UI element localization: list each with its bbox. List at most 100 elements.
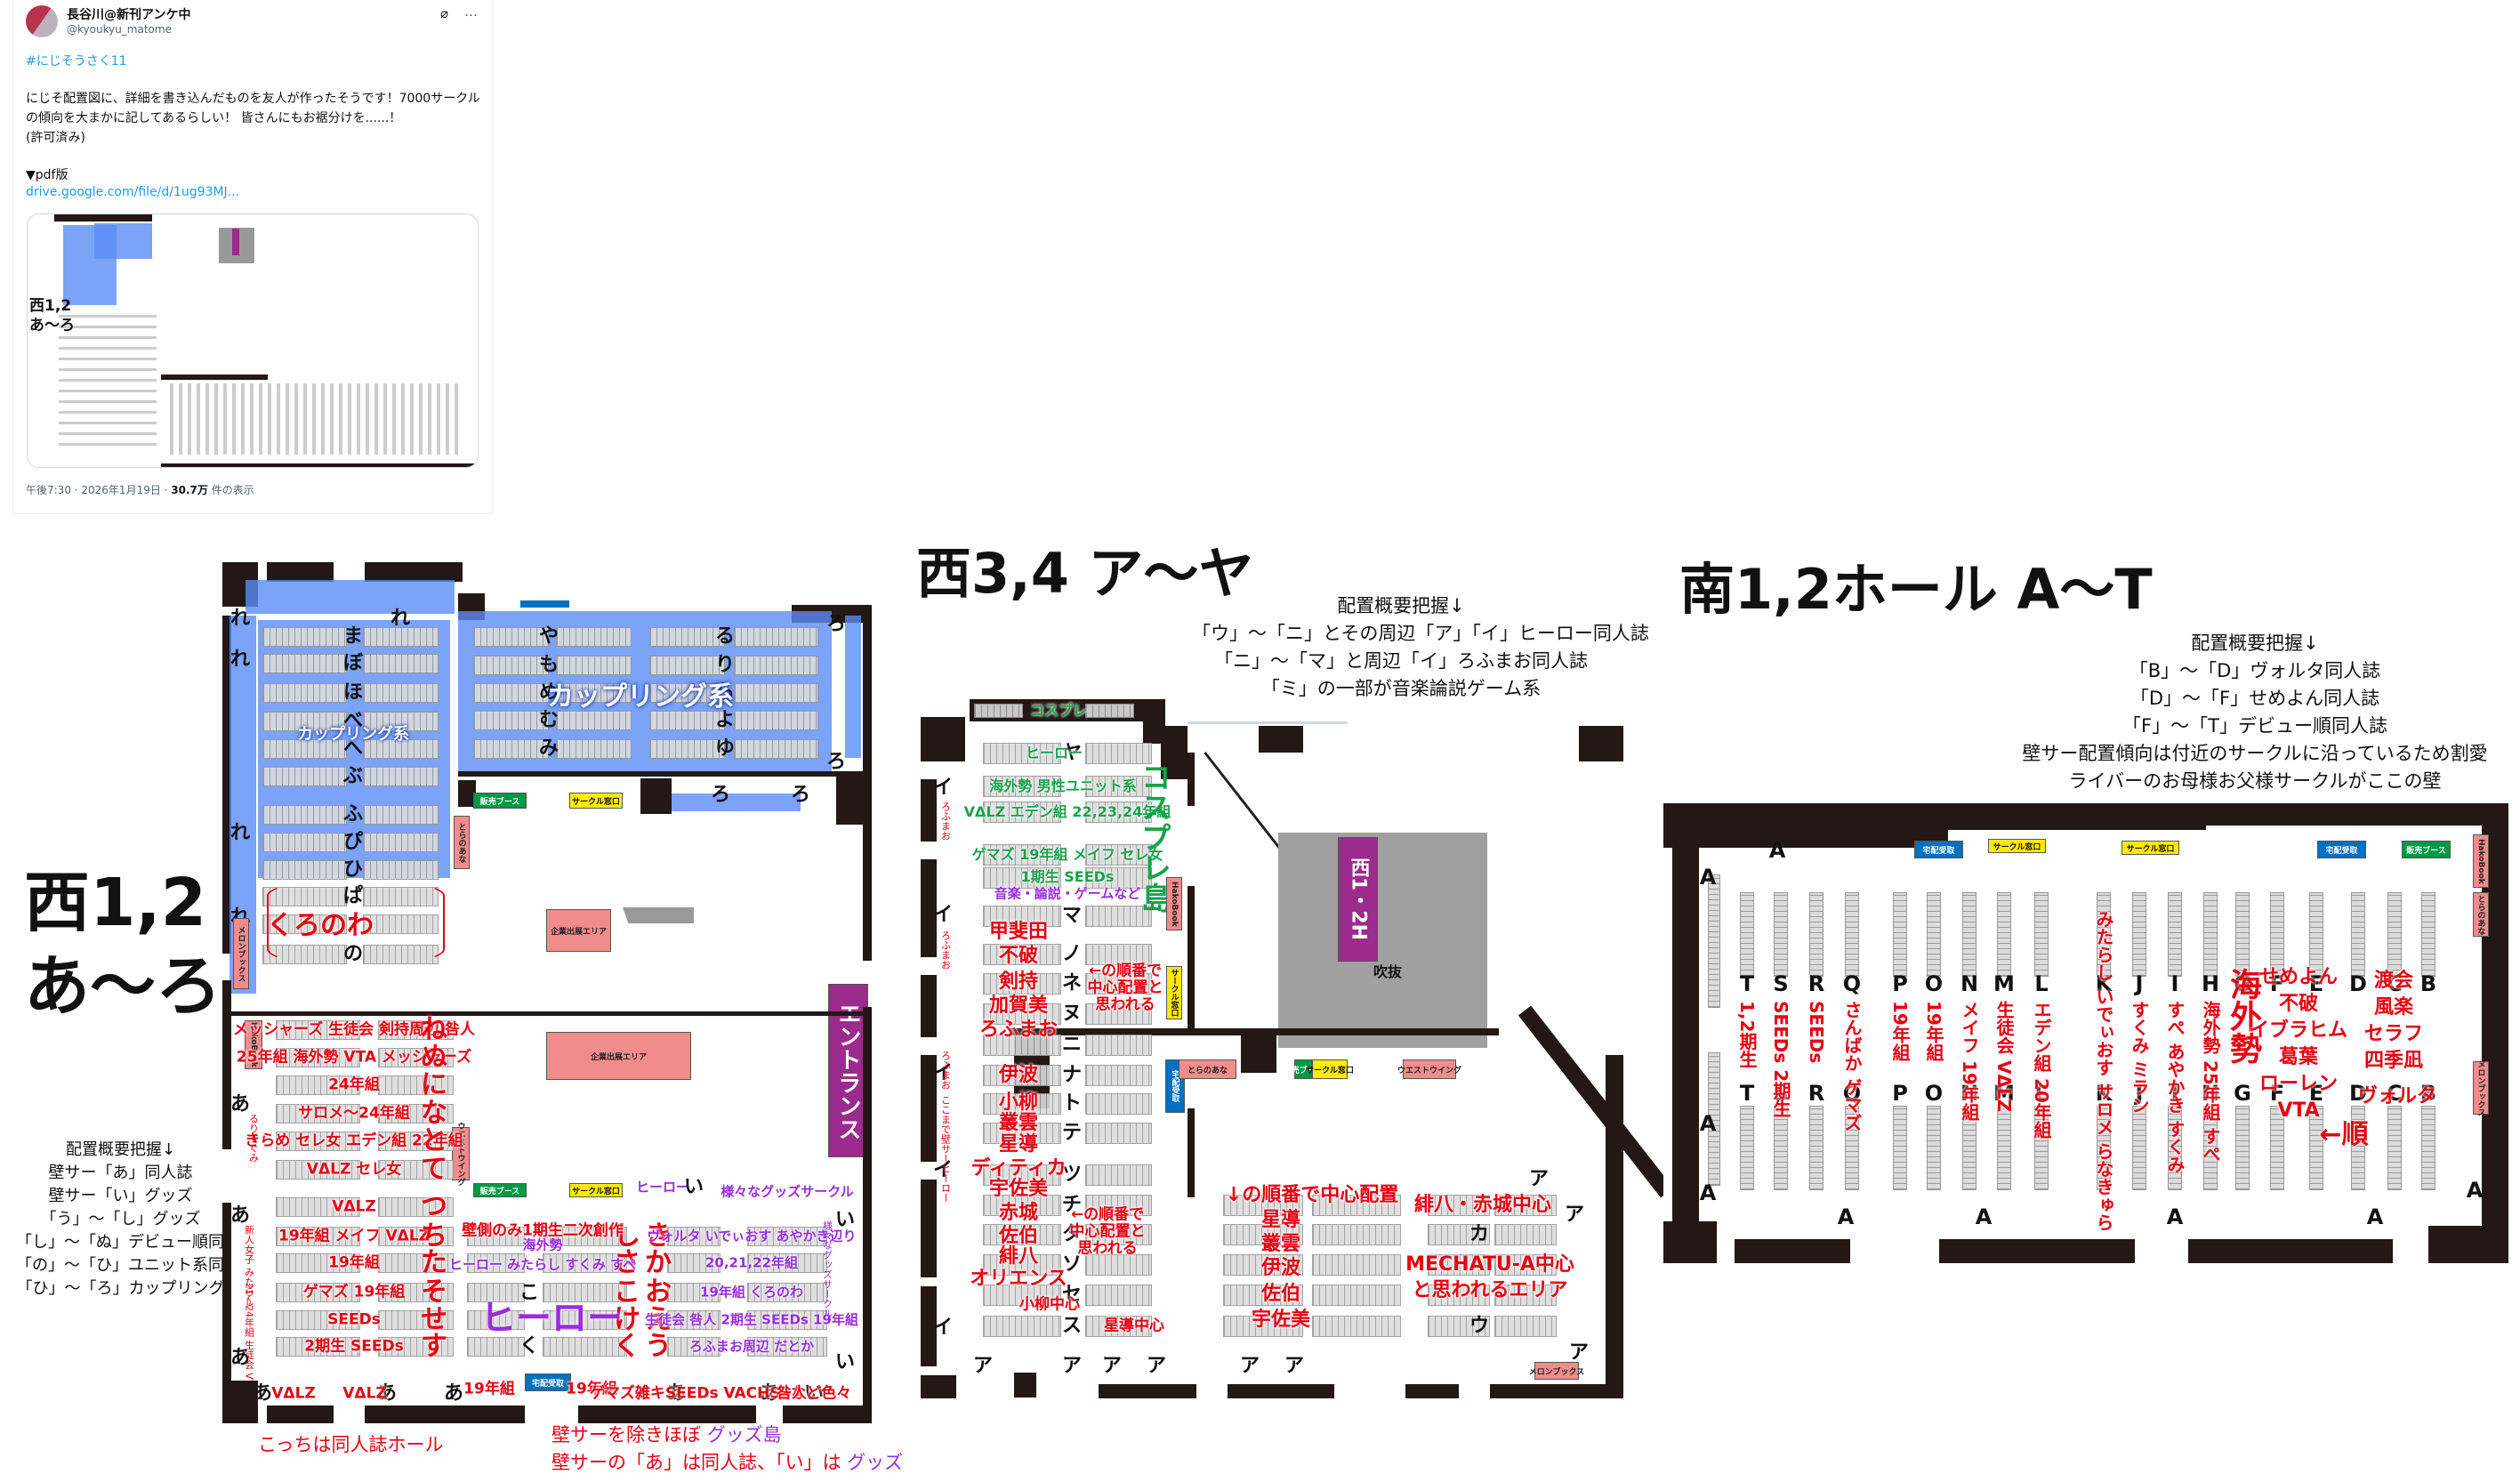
row-label: た	[421, 1247, 447, 1278]
toranoana-badge[interactable]: とらのあな	[454, 816, 470, 869]
booth-block	[983, 1093, 1061, 1115]
delivery-badge[interactable]: 宅配受取	[1914, 841, 1963, 858]
row-label-a: ア	[1528, 1168, 1550, 1190]
melonbooks-badge[interactable]: メロンブックス	[1529, 1362, 1584, 1380]
order-note: 思われる	[1077, 1239, 1138, 1258]
wall	[1259, 726, 1303, 753]
booth-block	[1085, 1065, 1152, 1086]
hakobook-badge[interactable]: HakoBook	[2473, 834, 2489, 888]
circle-desk-badge[interactable]: サークル窓口	[2121, 841, 2179, 855]
booth-block	[543, 1337, 627, 1357]
booth-block	[1312, 1224, 1401, 1245]
booth-block	[556, 656, 632, 675]
booth-block	[983, 743, 1061, 764]
booth-column	[2097, 892, 2111, 977]
booth-block	[473, 739, 549, 759]
hashtag-link[interactable]: #にじそうさく11	[26, 54, 127, 68]
westwing-badge[interactable]: ウエストウイング	[452, 1122, 470, 1186]
row-label-a: ア	[1568, 1341, 1590, 1364]
south-title: 南1,2ホール A〜T	[1679, 557, 2153, 622]
circle-desk-badge[interactable]: サークル窓口	[569, 1183, 623, 1197]
circle-desk-badge[interactable]: サークル窓口	[1306, 1059, 1354, 1079]
wall	[1188, 1108, 1195, 1197]
row-note: ゲマズ 19年組 メイフ セレ女	[971, 846, 1163, 863]
booth-block	[262, 739, 347, 759]
note-line: 「し」〜「ぬ」デビュー順同人誌	[16, 1233, 256, 1252]
booth-column	[2132, 1106, 2146, 1190]
booth-block	[734, 656, 818, 675]
wall	[1241, 1033, 1276, 1073]
booth-block	[667, 1337, 721, 1357]
melonbooks-badge[interactable]: メロンブックス	[2473, 1060, 2489, 1116]
booth-column	[1809, 1106, 1824, 1190]
row-label: ね	[421, 1014, 447, 1045]
sales-booth-badge[interactable]: 販売ブース	[2402, 841, 2451, 858]
hakobook-badge[interactable]: HakoBook	[1166, 877, 1182, 930]
circle-desk-badge[interactable]: サークル窓口	[1988, 839, 2046, 853]
booth-block	[1085, 1316, 1152, 1337]
note-line: 「B」〜「D」ヴォルタ同人誌	[2129, 660, 2381, 681]
name-label: 星導	[998, 1133, 1039, 1156]
booth-column	[1927, 892, 1941, 977]
melonbooks-badge[interactable]: メロンブックス	[233, 918, 249, 989]
user-handle[interactable]: @kyoukyu_matome	[67, 23, 172, 36]
row-label-i: イ	[932, 1317, 954, 1339]
wall	[1161, 726, 1188, 779]
circle-desk-badge[interactable]: サークル窓口	[1166, 966, 1182, 1019]
booth-block	[556, 683, 632, 703]
toranoana-badge[interactable]: とらのあな	[2473, 892, 2489, 937]
display-name[interactable]: 長谷川@新刊アンケ中	[67, 8, 191, 22]
column-label: I	[2170, 971, 2179, 996]
row-label: る	[714, 625, 736, 648]
name-label: セラフ	[2363, 1023, 2424, 1045]
booth-block	[262, 683, 347, 703]
booth-block	[983, 776, 1061, 797]
booth-block	[1312, 1285, 1401, 1306]
order-arrow: ←順	[2319, 1119, 2369, 1150]
delivery-badge[interactable]: 宅配受取	[525, 1373, 571, 1391]
row-label-i: イ	[932, 1159, 954, 1181]
couple-area	[649, 793, 801, 811]
row-note: 2期生 SEEDs	[304, 1337, 404, 1356]
booth-block	[467, 1253, 525, 1273]
delivery-badge[interactable]: 宅配受取	[2317, 841, 2366, 858]
wall	[1939, 1239, 2135, 1263]
name-label: 不破	[998, 945, 1039, 967]
circle-desk-badge[interactable]: サークル窓口	[569, 793, 623, 809]
area-note: MECHATU-A中心	[1405, 1253, 1574, 1276]
row-label: つ	[421, 1191, 447, 1222]
booth-block	[543, 1310, 627, 1330]
sales-booth-badge[interactable]: 販売ブース	[1284, 1059, 1323, 1079]
booth-block	[1494, 1195, 1557, 1216]
order-note: 思われる	[1095, 995, 1155, 1014]
row-label: す	[421, 1331, 447, 1362]
toranoana-badge[interactable]: とらのあな	[1179, 1059, 1236, 1079]
booth-block	[983, 944, 1061, 965]
more-options-icon[interactable]: …	[464, 4, 478, 20]
grok-icon[interactable]: ⌀	[440, 5, 449, 21]
row-label: み	[538, 737, 560, 760]
wall-note: ゲマズ雑キSEEDs VACHSSなど色々	[589, 1384, 852, 1403]
name-label: 緋八	[998, 1245, 1039, 1268]
sales-booth-badge[interactable]: 販売ブース	[473, 1183, 527, 1197]
avatar[interactable]	[26, 5, 58, 37]
booth-block	[1085, 844, 1152, 866]
row-label-re: れ	[229, 822, 251, 844]
timestamp[interactable]: 午後7:30 · 2026年1月19日 ·	[26, 484, 172, 496]
row-label-a: ア	[1564, 1204, 1585, 1226]
booth-block	[262, 860, 347, 880]
row-label-re: れ	[229, 648, 251, 671]
hakobook-badge[interactable]: HakoBook	[245, 1020, 262, 1069]
wall	[921, 1286, 937, 1366]
booth-column	[1893, 892, 1907, 977]
booth-column	[2235, 892, 2250, 977]
drive-link[interactable]: drive.google.com/file/d/1ug93MJ...	[26, 185, 240, 199]
thumb-title-line: 西1,2	[29, 297, 72, 315]
booth-block	[747, 1337, 827, 1357]
westwing-badge[interactable]: ウエストウイング	[1397, 1059, 1461, 1079]
sales-booth-badge[interactable]: 販売ブース	[473, 793, 527, 809]
row-note: 海外勢 男性ユニット系	[989, 777, 1137, 794]
row-label: テ	[1061, 1122, 1083, 1144]
